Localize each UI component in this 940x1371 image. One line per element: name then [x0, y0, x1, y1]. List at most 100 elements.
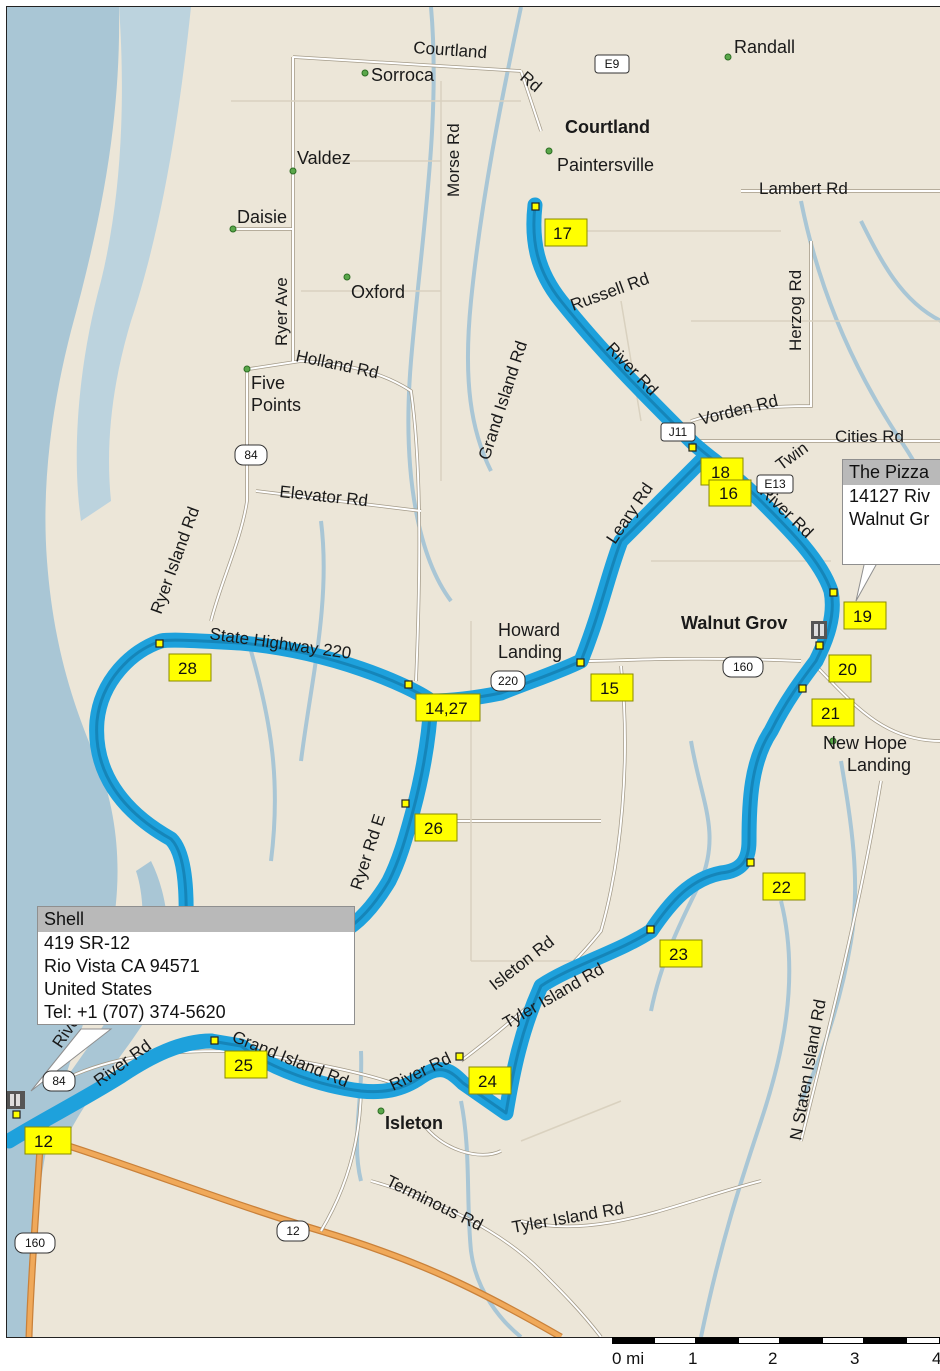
highway-12: [20, 1128, 563, 1337]
scale-seg-3: [696, 1337, 738, 1344]
scale-label-0: 0 mi: [612, 1349, 645, 1368]
pizza-callout[interactable]: The Pizza 14127 Riv Walnut Gr: [842, 459, 940, 565]
sacramento-river-west: [7, 7, 120, 1337]
scale-seg-7: [864, 1337, 906, 1344]
route-centerline-3: [95, 638, 433, 1003]
waypoint-28[interactable]: 28: [168, 653, 212, 682]
waypoint-23[interactable]: 23: [659, 939, 703, 968]
waypoint-14-27[interactable]: 14,27: [415, 693, 481, 722]
waypoint-21[interactable]: 21: [811, 698, 855, 727]
svg-text:E9: E9: [605, 57, 620, 71]
svg-text:26: 26: [424, 819, 443, 838]
waypoint-17[interactable]: 17: [544, 218, 588, 247]
road-label-lambert-rd: Lambert Rd: [759, 179, 848, 198]
shell-callout-phone: Tel: +1 (707) 374-5620: [44, 1002, 226, 1022]
svg-text:12: 12: [34, 1132, 53, 1151]
town-label-new-hope-landing: Landing: [847, 755, 911, 775]
shield-84-south: 84: [42, 1070, 76, 1092]
svg-text:84: 84: [244, 448, 258, 462]
svg-text:220: 220: [498, 674, 518, 688]
shield-220: 220: [490, 670, 526, 692]
town-label-randall: Randall: [734, 37, 795, 57]
shield-e13: E13: [756, 474, 794, 494]
scale-label-2: 2: [768, 1349, 778, 1368]
map-canvas[interactable]: Randall Courtland Sorroca Paintersville …: [6, 6, 940, 1338]
town-label-walnut-grove: Walnut Grov: [681, 613, 787, 633]
waypoint-24[interactable]: 24: [468, 1066, 512, 1095]
svg-text:E13: E13: [764, 477, 786, 491]
town-label-points: Points: [251, 395, 301, 415]
map-svg[interactable]: Randall Courtland Sorroca Paintersville …: [7, 7, 940, 1337]
waypoint-26[interactable]: 26: [414, 813, 458, 842]
svg-text:16: 16: [719, 484, 738, 503]
town-label-landing: Landing: [498, 642, 562, 662]
town-label-sorroca: Sorroca: [371, 65, 435, 85]
scale-bar: 0 mi 1 2 3 4: [612, 1337, 940, 1371]
town-label-valdez: Valdez: [297, 148, 351, 168]
scale-seg-8: [906, 1337, 940, 1344]
svg-text:22: 22: [772, 878, 791, 897]
svg-text:14,27: 14,27: [425, 699, 468, 718]
town-label-howard: Howard: [498, 620, 560, 640]
town-label-daisie: Daisie: [237, 207, 287, 227]
road-label-herzog-rd: Herzog Rd: [786, 270, 805, 351]
svg-text:84: 84: [52, 1074, 66, 1088]
svg-text:20: 20: [838, 660, 857, 679]
scale-seg-5: [780, 1337, 822, 1344]
shell-callout-country: United States: [44, 979, 153, 999]
waypoint-25[interactable]: 25: [224, 1050, 268, 1079]
shield-j11: J11: [660, 422, 696, 442]
svg-text:12: 12: [286, 1224, 300, 1238]
pizza-poi-icon[interactable]: [811, 621, 827, 639]
shield-e9: E9: [594, 54, 630, 74]
road-label-morse-rd: Morse Rd: [444, 123, 463, 197]
waypoint-15[interactable]: 15: [590, 673, 634, 702]
road-label-cities-rd: Cities Rd: [835, 427, 904, 446]
svg-text:19: 19: [853, 607, 872, 626]
svg-text:28: 28: [178, 659, 197, 678]
field-roads: [100, 81, 940, 1142]
shell-callout-name: Shell: [38, 907, 354, 932]
svg-text:24: 24: [478, 1072, 497, 1091]
route-west-exit: [7, 1033, 219, 1149]
scale-label-1: 1: [688, 1349, 698, 1368]
svg-text:160: 160: [733, 660, 753, 674]
town-label-five: Five: [251, 373, 285, 393]
route-pins: [12, 202, 838, 1119]
pizza-callout-address: 14127 Riv: [849, 486, 931, 506]
scale-seg-1: [612, 1337, 654, 1344]
road-label-ryer-ave: Ryer Ave: [272, 277, 291, 346]
scale-label-4: 4: [932, 1349, 940, 1368]
scale-seg-2: [654, 1337, 696, 1344]
waypoint-20[interactable]: 20: [828, 654, 872, 683]
waypoint-16[interactable]: 16: [708, 479, 752, 507]
town-label-new-hope: New Hope: [823, 733, 907, 753]
waypoint-19[interactable]: 19: [843, 601, 887, 630]
svg-text:17: 17: [553, 224, 572, 243]
town-label-courtland: Courtland: [565, 117, 650, 137]
svg-text:25: 25: [234, 1056, 253, 1075]
svg-text:18: 18: [711, 463, 730, 482]
shell-callout-address: 419 SR-12: [44, 933, 131, 953]
waypoint-22[interactable]: 22: [762, 872, 806, 901]
town-label-paintersville: Paintersville: [557, 155, 654, 175]
pizza-callout-city: Walnut Gr: [849, 509, 930, 529]
shield-160-east: 160: [722, 656, 764, 678]
route-centerline-2: [429, 459, 703, 703]
route-centerline-4: [329, 699, 433, 938]
shell-callout[interactable]: Shell 419 SR-12 Rio Vista CA 94571 Unite…: [37, 906, 355, 1025]
svg-text:160: 160: [25, 1236, 45, 1250]
waypoint-12[interactable]: 12: [24, 1126, 72, 1155]
scale-seg-4: [738, 1337, 780, 1344]
pizza-callout-name: The Pizza: [843, 460, 940, 485]
svg-text:23: 23: [669, 945, 688, 964]
scale-label-3: 3: [850, 1349, 860, 1368]
town-label-isleton: Isleton: [385, 1113, 443, 1133]
shield-160-south: 160: [14, 1232, 56, 1254]
land-area: [7, 7, 940, 1337]
shell-poi-icon[interactable]: [7, 1091, 25, 1109]
town-label-oxford: Oxford: [351, 282, 405, 302]
svg-text:21: 21: [821, 704, 840, 723]
delta-channel: [76, 7, 191, 521]
svg-text:15: 15: [600, 679, 619, 698]
